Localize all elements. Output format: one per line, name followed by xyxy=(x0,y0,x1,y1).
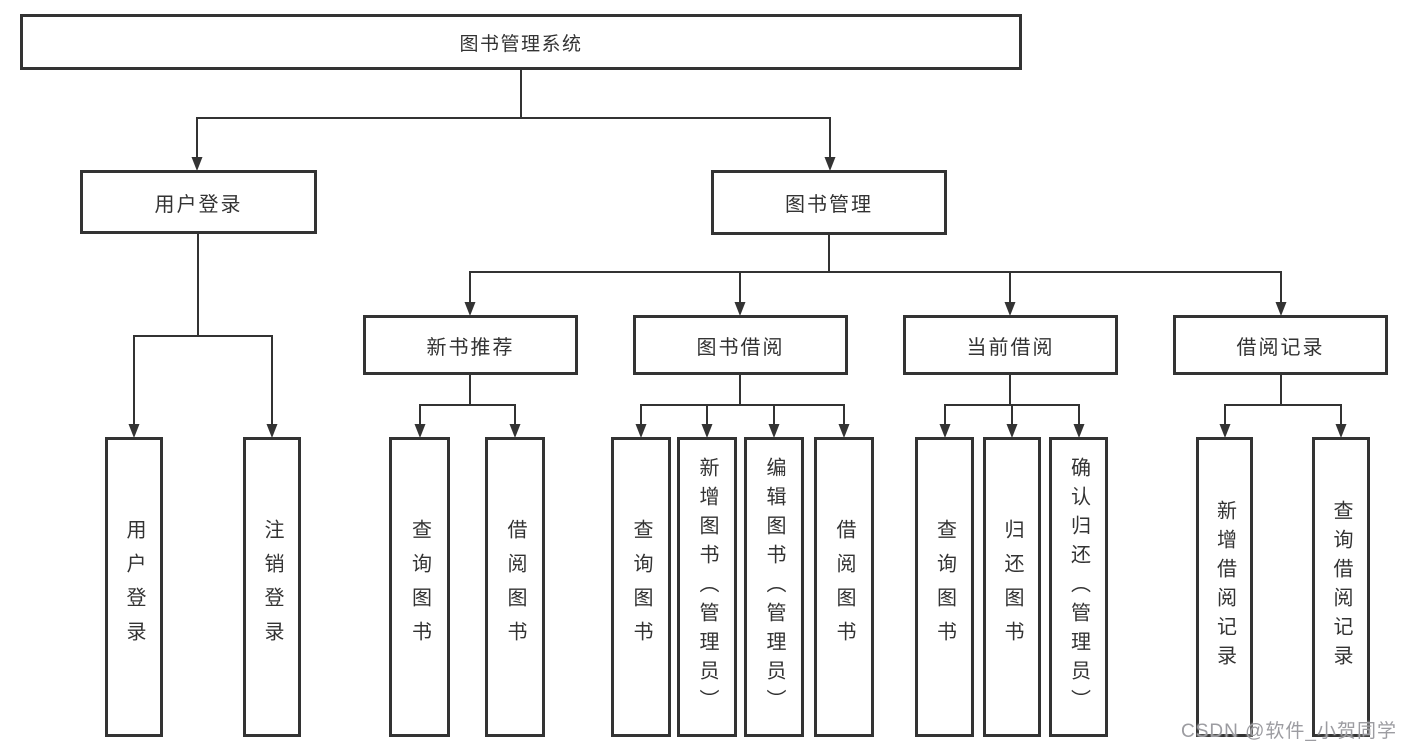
node-label: 用户登录 xyxy=(123,519,145,655)
node-label: 图书管理系统 xyxy=(459,33,583,55)
leaf-add-borrow-record: 新增借阅记录 xyxy=(1196,437,1253,737)
node-label: 编辑图书（管理员） xyxy=(763,456,785,718)
leaf-current-query-books: 查询图书 xyxy=(915,437,974,737)
leaf-add-book-admin: 新增图书（管理员） xyxy=(677,437,737,737)
node-label: 图书管理 xyxy=(785,194,873,216)
node-label: 查询借阅记录 xyxy=(1330,500,1352,674)
node-label: 新书推荐 xyxy=(426,336,515,359)
node-current-borrow: 当前借阅 xyxy=(903,315,1118,375)
node-label: 查询图书 xyxy=(933,519,956,655)
node-book-borrow: 图书借阅 xyxy=(633,315,848,375)
leaf-recommend-borrow-books: 借阅图书 xyxy=(485,437,545,737)
leaf-confirm-return-admin: 确认归还（管理员） xyxy=(1049,437,1108,737)
node-label: 确认归还（管理员） xyxy=(1067,456,1090,718)
node-root-system: 图书管理系统 xyxy=(20,14,1022,70)
node-label: 借阅图书 xyxy=(833,519,855,655)
node-label: 注销登录 xyxy=(261,519,283,655)
node-label: 新增图书（管理员） xyxy=(696,456,718,718)
node-label: 当前借阅 xyxy=(966,336,1055,359)
leaf-borrow-books: 借阅图书 xyxy=(814,437,874,737)
node-label: 图书借阅 xyxy=(696,336,785,359)
node-book-management: 图书管理 xyxy=(711,170,947,235)
node-label: 查询图书 xyxy=(630,519,652,655)
leaf-borrow-query-books: 查询图书 xyxy=(611,437,671,737)
leaf-user-login: 用户登录 xyxy=(105,437,163,737)
node-label: 借阅图书 xyxy=(504,519,526,655)
node-label: 新增借阅记录 xyxy=(1213,500,1236,674)
node-user-login: 用户登录 xyxy=(80,170,317,234)
node-new-book-recommend: 新书推荐 xyxy=(363,315,578,375)
node-label: 借阅记录 xyxy=(1236,336,1325,359)
node-label: 归还图书 xyxy=(1001,519,1023,655)
node-label: 用户登录 xyxy=(154,193,243,216)
leaf-edit-book-admin: 编辑图书（管理员） xyxy=(744,437,804,737)
node-label: 查询图书 xyxy=(408,519,431,655)
leaf-logout: 注销登录 xyxy=(243,437,301,737)
leaf-recommend-query-books: 查询图书 xyxy=(389,437,450,737)
node-borrow-records: 借阅记录 xyxy=(1173,315,1388,375)
csdn-watermark: CSDN @软件_小贺同学 xyxy=(1181,721,1397,742)
leaf-query-borrow-record: 查询借阅记录 xyxy=(1312,437,1370,737)
leaf-return-books: 归还图书 xyxy=(983,437,1041,737)
